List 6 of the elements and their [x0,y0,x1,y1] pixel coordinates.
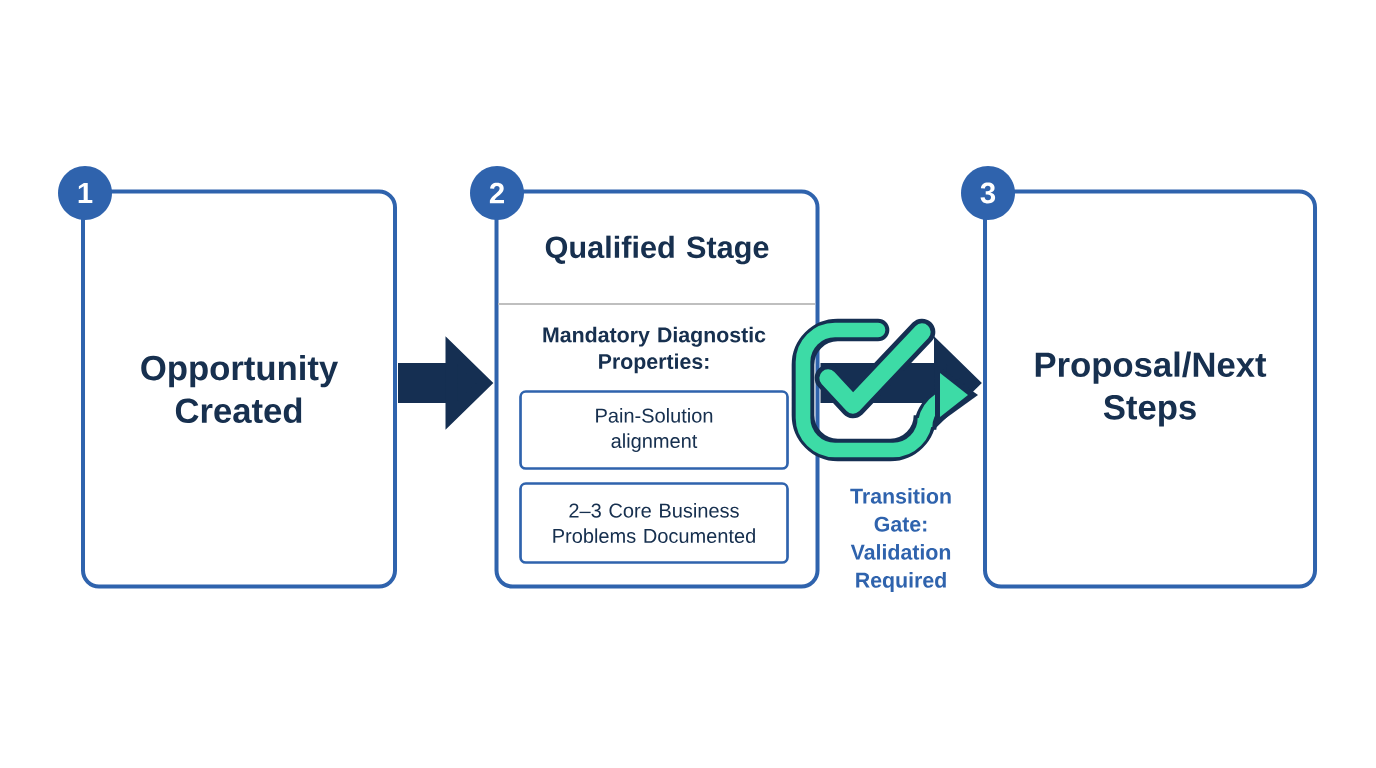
number-badge: 3 [961,166,1015,220]
edge-label: Transition Gate: Validation Required [824,486,978,594]
number-badge: 2 [470,166,524,220]
item-box: Pain-Solution alignment [519,390,789,470]
number-badge: 1 [58,166,112,220]
item-box: 2–3 Core Business Problems Documented [519,482,789,564]
